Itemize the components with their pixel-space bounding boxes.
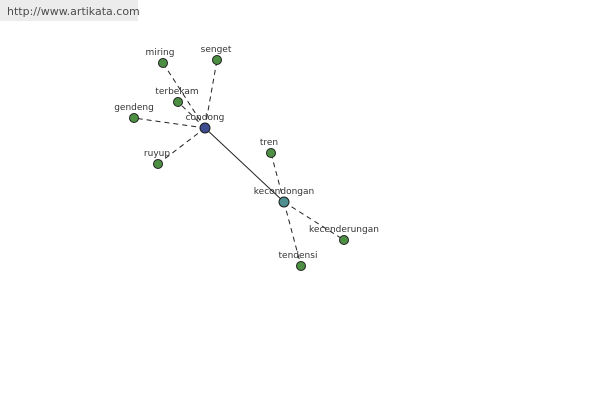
node-label-tren[interactable]: tren bbox=[260, 138, 278, 148]
edge-condong-senget bbox=[204, 59, 218, 129]
node-gendeng[interactable] bbox=[129, 113, 139, 123]
node-tren[interactable] bbox=[266, 148, 276, 158]
node-condong[interactable] bbox=[199, 122, 211, 134]
node-label-miring[interactable]: miring bbox=[146, 48, 175, 58]
node-terbekam[interactable] bbox=[173, 97, 183, 107]
edge-kecondongan-tendensi bbox=[283, 201, 302, 267]
edge-condong-ruyup bbox=[157, 127, 206, 165]
node-label-condong[interactable]: condong bbox=[186, 113, 225, 123]
graph-labels: condong kecondongan miring senget terbekamge… bbox=[114, 45, 379, 261]
node-ruyup[interactable] bbox=[153, 159, 163, 169]
edge-condong-kecondongan bbox=[204, 127, 285, 203]
node-kecenderungan[interactable] bbox=[339, 235, 349, 245]
edge-condong-gendeng bbox=[133, 117, 206, 129]
edge-condong-terbekam bbox=[177, 101, 206, 129]
node-label-ruyup[interactable]: ruyup bbox=[144, 149, 170, 159]
node-kecondongan[interactable] bbox=[278, 196, 290, 208]
node-label-kecenderungan[interactable]: kecenderungan bbox=[309, 225, 379, 235]
node-miring[interactable] bbox=[158, 58, 168, 68]
source-url-bar: http://www.artikata.com bbox=[0, 0, 140, 21]
node-label-kecondongan[interactable]: kecondongan bbox=[254, 187, 314, 197]
node-label-senget[interactable]: senget bbox=[201, 45, 232, 55]
node-label-tendensi[interactable]: tendensi bbox=[279, 251, 318, 261]
edge-condong-miring bbox=[162, 62, 206, 129]
node-tendensi[interactable] bbox=[296, 261, 306, 271]
edge-kecondongan-kecenderungan bbox=[283, 201, 345, 241]
node-label-gendeng[interactable]: gendeng bbox=[114, 103, 154, 113]
source-url-link[interactable]: http://www.artikata.com bbox=[7, 5, 140, 18]
node-label-terbekam[interactable]: terbekam bbox=[155, 87, 198, 97]
node-senget[interactable] bbox=[212, 55, 222, 65]
graph-nodes bbox=[129, 55, 349, 271]
graph-edges bbox=[133, 59, 345, 267]
